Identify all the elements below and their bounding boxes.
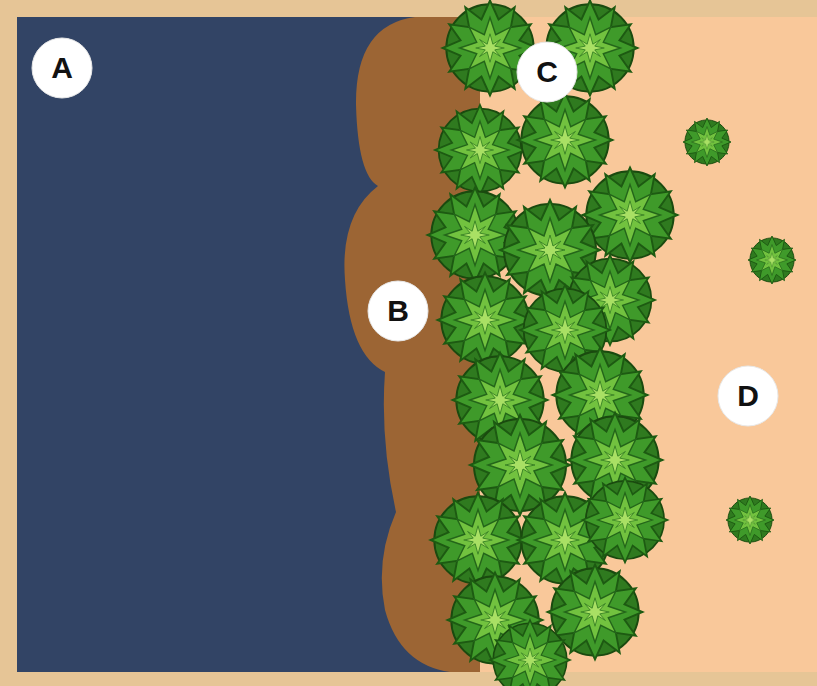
callout-circle: B <box>367 280 429 342</box>
callout-letter: C <box>536 57 558 87</box>
callout-circle: A <box>31 37 93 99</box>
callout-letter: B <box>387 296 409 326</box>
callout-letter: A <box>51 53 73 83</box>
callout-circle: D <box>717 365 779 427</box>
callout-letter: D <box>737 381 759 411</box>
callout-circle: C <box>516 41 578 103</box>
